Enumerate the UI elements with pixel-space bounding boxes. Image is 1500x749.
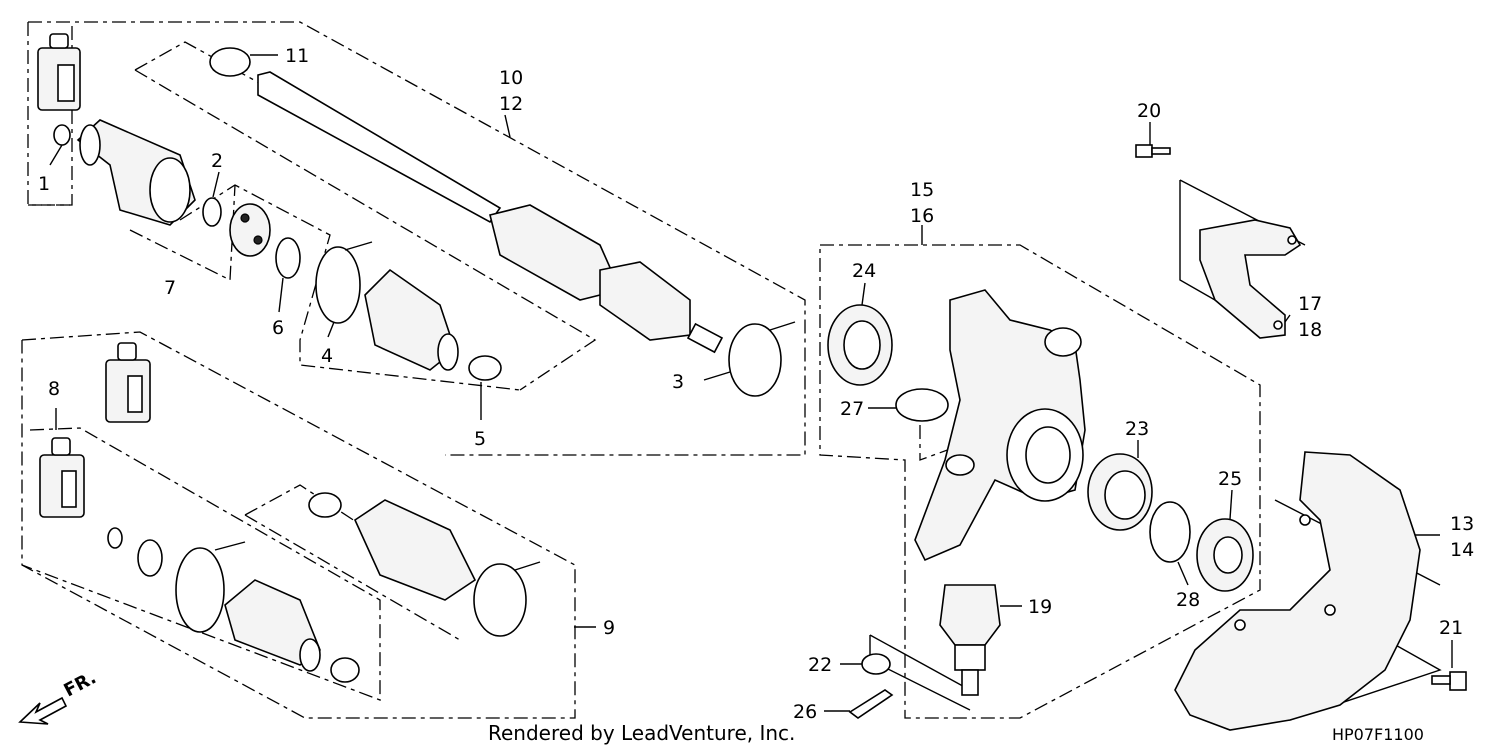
callout-15: 15 — [910, 179, 934, 201]
boot-band-5 — [468, 355, 502, 381]
callout-18: 18 — [1298, 319, 1322, 341]
callout-9: 9 — [603, 617, 615, 639]
callout-labels: 1 2 3 4 5 6 7 8 9 10 12 11 13 14 15 16 1… — [38, 45, 1474, 723]
callout-14: 14 — [1450, 539, 1474, 561]
ball-joint-19 — [939, 584, 1001, 696]
bolt-20 — [1135, 144, 1171, 158]
callout-2: 2 — [211, 150, 223, 172]
callout-13: 13 — [1450, 513, 1474, 535]
circlip-27 — [895, 388, 949, 422]
circlip-6 — [275, 237, 301, 279]
boot-band-4 — [315, 241, 373, 324]
callout-11: 11 — [285, 45, 309, 67]
callout-5: 5 — [474, 428, 486, 450]
circlip-28 — [1149, 501, 1191, 563]
circlip-1 — [53, 124, 71, 146]
callout-16: 16 — [910, 205, 934, 227]
callout-25: 25 — [1218, 468, 1242, 490]
callout-3: 3 — [672, 371, 684, 393]
oil-bottle-upper-left — [37, 33, 81, 111]
callout-8: 8 — [48, 378, 60, 400]
diagram-code: HP07F1100 — [1332, 725, 1424, 744]
oil-bottle-lower — [39, 437, 85, 518]
band-11 — [209, 47, 251, 77]
disc-cover-13 — [1174, 451, 1421, 731]
callout-23: 23 — [1125, 418, 1149, 440]
callout-17: 17 — [1298, 293, 1322, 315]
front-direction-label: FR. — [60, 667, 99, 701]
callout-22: 22 — [808, 654, 832, 676]
callout-19: 19 — [1028, 596, 1052, 618]
bearing-24 — [827, 304, 893, 386]
callout-21: 21 — [1439, 617, 1463, 639]
axle-shaft — [257, 71, 724, 354]
bearing-23 — [1087, 453, 1153, 531]
front-arrow-icon: FR. — [18, 667, 100, 725]
leader-lines — [49, 54, 1453, 712]
callout-4: 4 — [321, 345, 333, 367]
bolt-21 — [1431, 671, 1467, 691]
callout-12: 12 — [499, 93, 523, 115]
oil-bottle-middle — [105, 342, 151, 423]
outboard-joint-upper — [76, 119, 196, 226]
callout-26: 26 — [793, 701, 817, 723]
callout-28: 28 — [1176, 589, 1200, 611]
circlip-2 — [202, 197, 222, 227]
boot-upper-inner — [364, 268, 459, 371]
callout-20: 20 — [1137, 100, 1161, 122]
bearing-cage-7 — [229, 203, 271, 257]
callout-27: 27 — [840, 398, 864, 420]
callout-10: 10 — [499, 67, 523, 89]
steering-knuckle — [914, 289, 1086, 562]
callout-7: 7 — [164, 277, 176, 299]
cotter-pin-26 — [848, 689, 894, 719]
callout-1: 1 — [38, 173, 50, 195]
lower-joint-set — [107, 492, 541, 683]
bracket-17 — [1199, 219, 1302, 339]
seal-25 — [1196, 518, 1254, 592]
rendered-by-credit: Rendered by LeadVenture, Inc. — [488, 721, 795, 745]
nut-22 — [861, 653, 891, 675]
boot-band-3 — [728, 321, 796, 397]
callout-6: 6 — [272, 317, 284, 339]
callout-24: 24 — [852, 260, 876, 282]
